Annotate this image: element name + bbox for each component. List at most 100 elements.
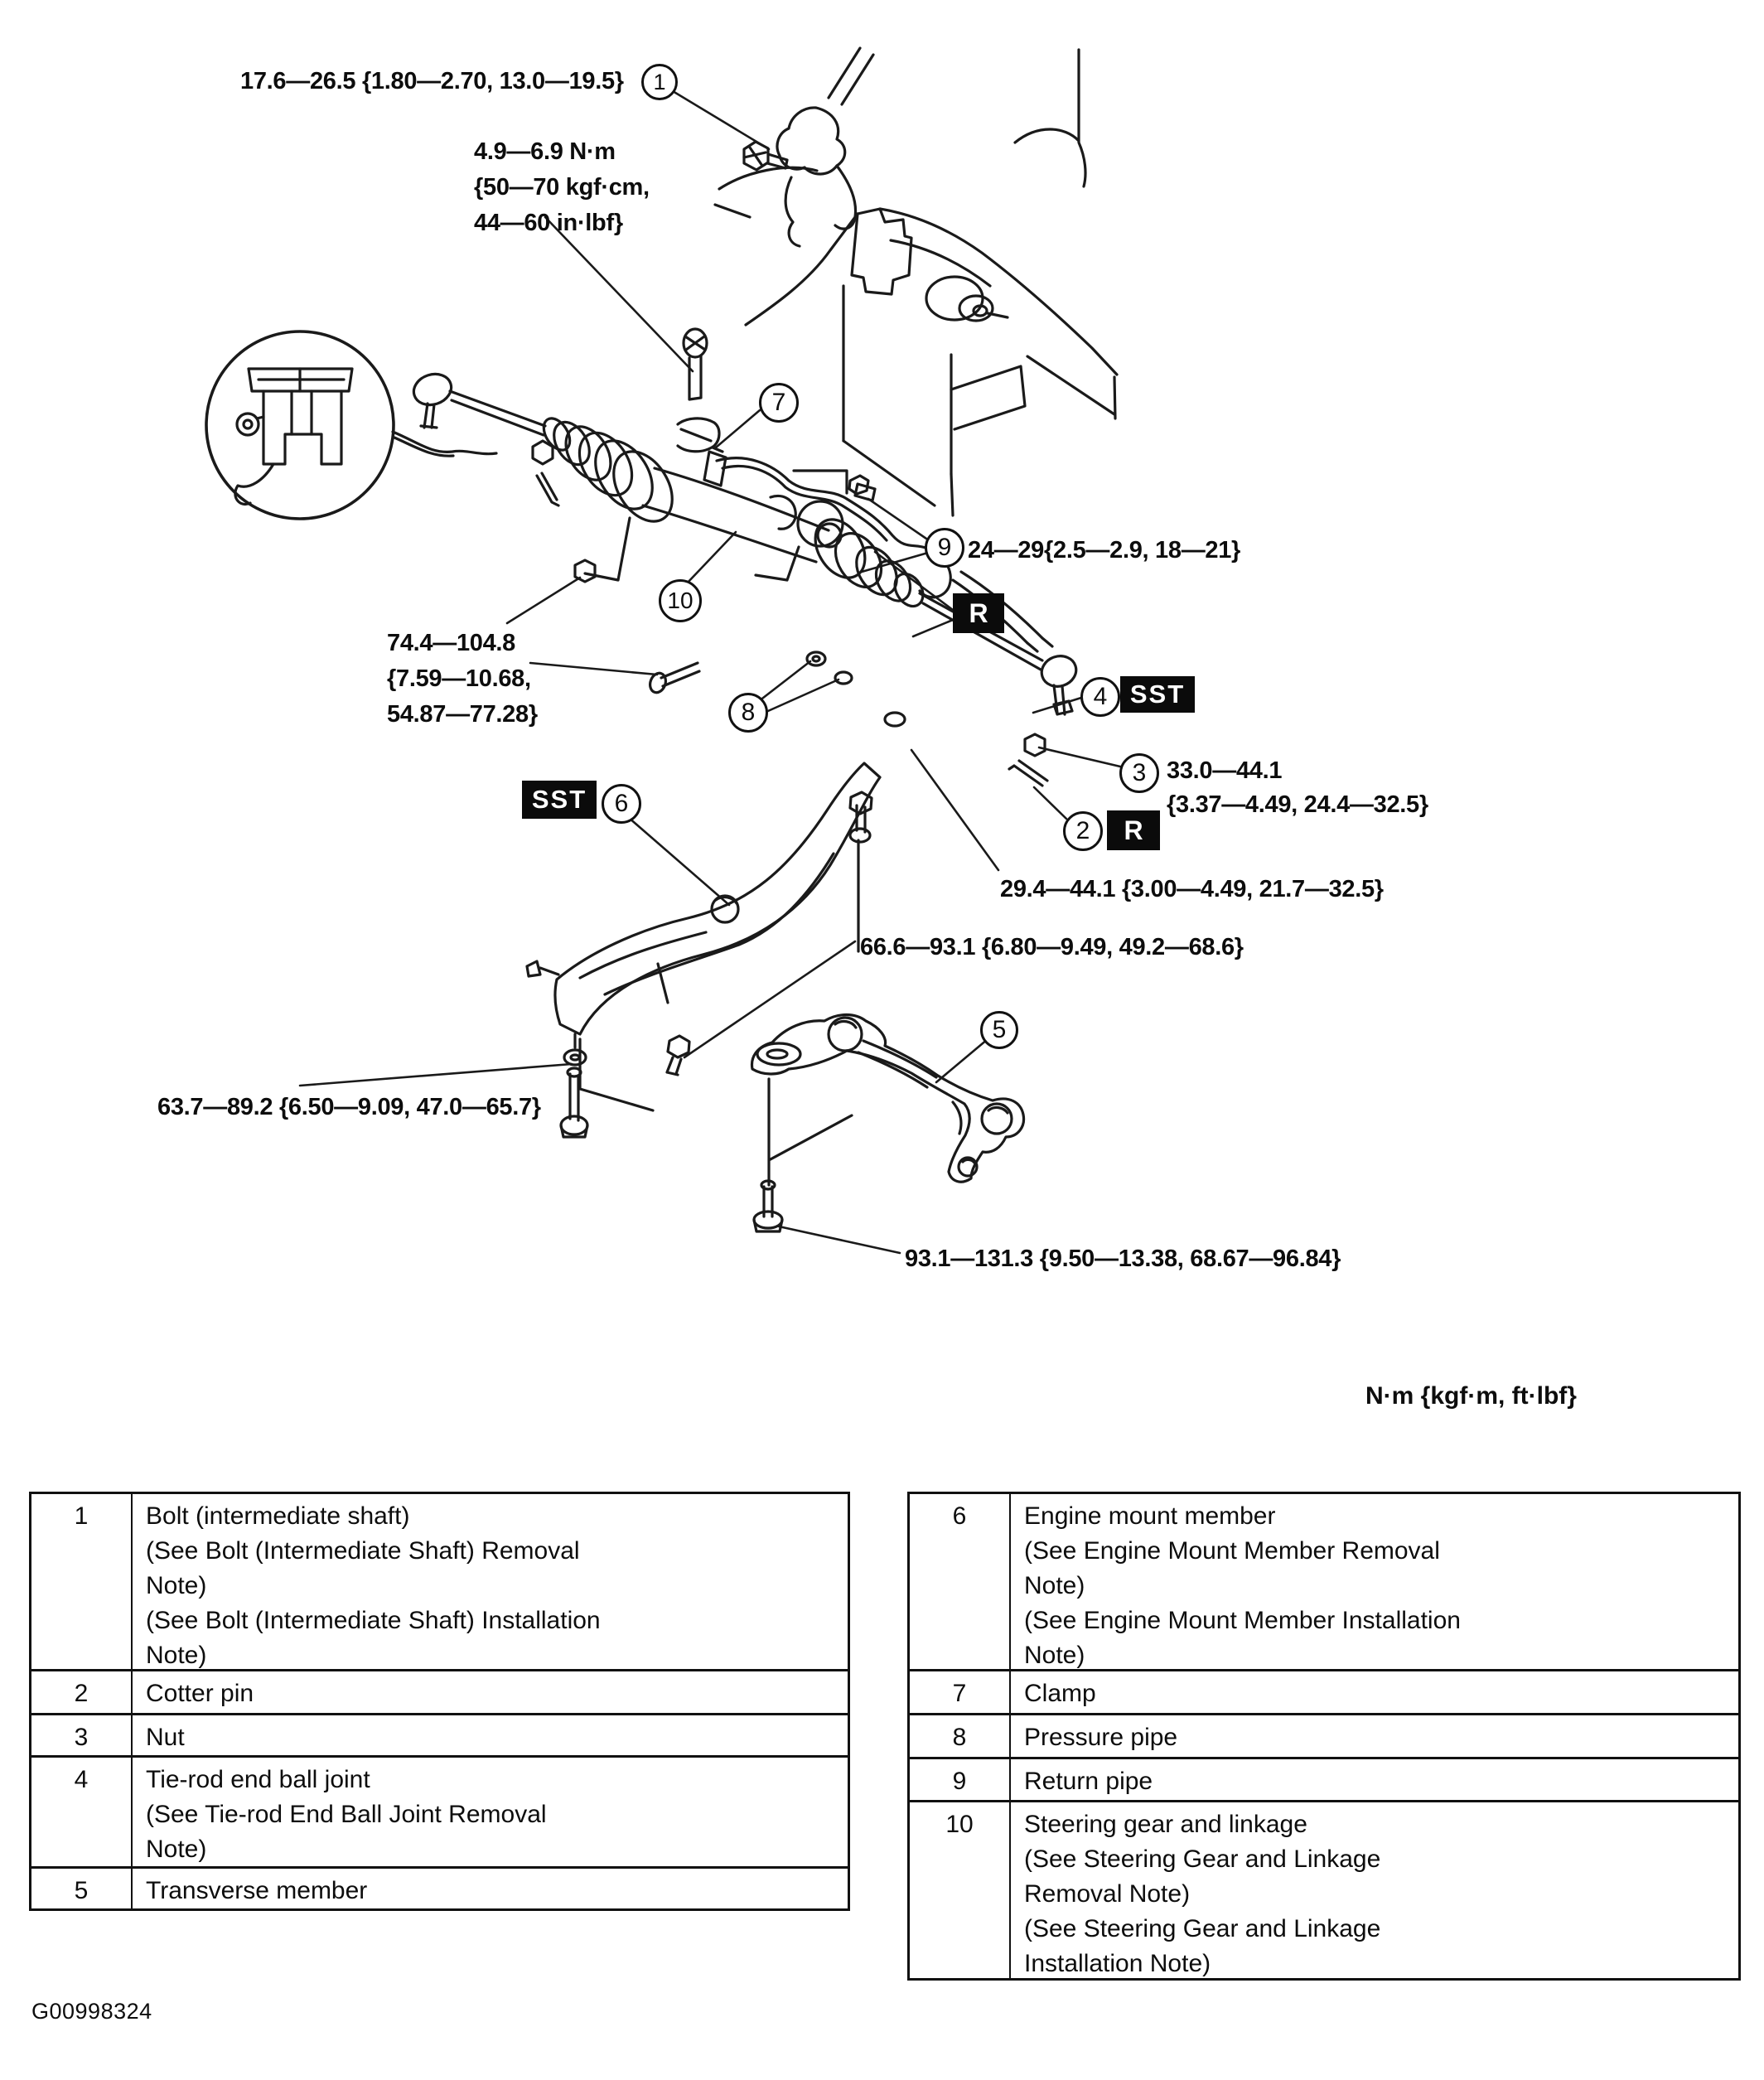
part-number: 10	[910, 1802, 1011, 1978]
torque-text: 4.9—6.9 N·m	[474, 138, 616, 165]
torque-text: 44—60 in·lbf}	[474, 210, 623, 236]
part-line: Cotter pin	[146, 1680, 254, 1707]
units-legend: N·m {kgf·m, ft·lbf}	[1365, 1382, 1577, 1410]
r-badge-upper: R	[953, 593, 1004, 633]
parts-table-right: 6 Engine mount member (See Engine Mount …	[907, 1492, 1741, 1981]
part-line: (See Tie-rod End Ball Joint Removal	[146, 1801, 547, 1828]
part-line: (See Steering Gear and Linkage	[1024, 1845, 1381, 1873]
torque-text: 66.6—93.1 {6.80—9.49, 49.2—68.6}	[860, 934, 1244, 960]
part-description: Cotter pin	[133, 1671, 848, 1713]
torque-text: 24—29{2.5—2.9, 18—21}	[968, 537, 1241, 564]
torque-label-clamp-bolt: 4.9—6.9 N·m {50—70 kgf·cm, 44—60 in·lbf}	[474, 134, 650, 241]
torque-text: {7.59—10.68,	[387, 665, 531, 692]
part-line: Clamp	[1024, 1680, 1096, 1707]
part-line: (See Engine Mount Member Installation	[1024, 1607, 1461, 1634]
callout-8: 8	[728, 693, 768, 733]
torque-text: 33.0—44.1	[1167, 757, 1283, 784]
part-number: 9	[910, 1759, 1011, 1800]
sst-badge-engine-mount: SST	[522, 781, 597, 819]
torque-label-mount-member-nuts: 66.6—93.1 {6.80—9.49, 49.2—68.6}	[860, 930, 1244, 965]
part-number: 3	[31, 1715, 133, 1755]
part-line: Steering gear and linkage	[1024, 1811, 1307, 1838]
part-description: Tie-rod end ball joint (See Tie-rod End …	[133, 1758, 848, 1866]
table-row: 2 Cotter pin	[31, 1669, 848, 1713]
part-description: Transverse member	[133, 1869, 848, 1908]
exploded-view-diagram	[205, 46, 1122, 1255]
part-line: Note)	[146, 1572, 207, 1599]
part-line: Transverse member	[146, 1877, 368, 1904]
callout-4: 4	[1080, 677, 1120, 717]
torque-label-transverse-member-bolt: 93.1—131.3 {9.50—13.38, 68.67—96.84}	[905, 1241, 1341, 1277]
torque-text: 93.1—131.3 {9.50—13.38, 68.67—96.84}	[905, 1246, 1341, 1272]
part-line: Engine mount member	[1024, 1502, 1276, 1530]
torque-text: 74.4—104.8	[387, 630, 516, 656]
table-row: 3 Nut	[31, 1713, 848, 1755]
part-line: Note)	[1024, 1642, 1085, 1669]
part-line: (See Bolt (Intermediate Shaft) Removal	[146, 1537, 580, 1565]
part-line: (See Engine Mount Member Removal	[1024, 1537, 1440, 1565]
torque-label-return-pipe-fitting: 24—29{2.5—2.9, 18—21}	[968, 533, 1240, 568]
callout-7: 7	[759, 383, 799, 423]
part-description: Pressure pipe	[1011, 1715, 1738, 1757]
torque-label-mount-member-bolt: 63.7—89.2 {6.50—9.09, 47.0—65.7}	[157, 1090, 541, 1125]
callout-3: 3	[1119, 753, 1159, 793]
part-line: Installation Note)	[1024, 1950, 1211, 1977]
table-row: 8 Pressure pipe	[910, 1713, 1738, 1757]
torque-label-gear-mount-bolts: 74.4—104.8 {7.59—10.68, 54.87—77.28}	[387, 626, 538, 733]
part-number: 8	[910, 1715, 1011, 1757]
callout-6: 6	[602, 784, 641, 824]
r-badge-lower: R	[1107, 810, 1160, 850]
part-line: Pressure pipe	[1024, 1724, 1178, 1751]
part-number: 1	[31, 1494, 133, 1669]
torque-text: 63.7—89.2 {6.50—9.09, 47.0—65.7}	[157, 1094, 541, 1120]
table-row: 6 Engine mount member (See Engine Mount …	[910, 1494, 1738, 1669]
table-row: 5 Transverse member	[31, 1866, 848, 1908]
transverse-member-drawing	[750, 1013, 1026, 1233]
part-description: Engine mount member (See Engine Mount Me…	[1011, 1494, 1738, 1669]
part-number: 4	[31, 1758, 133, 1866]
part-description: Return pipe	[1011, 1759, 1738, 1800]
table-row: 9 Return pipe	[910, 1757, 1738, 1800]
part-line: Removal Note)	[1024, 1880, 1191, 1908]
body-frame-drawing	[713, 48, 1119, 517]
torque-text: 17.6—26.5 {1.80—2.70, 13.0—19.5}	[240, 68, 624, 94]
table-row: 7 Clamp	[910, 1669, 1738, 1713]
part-description: Steering gear and linkage (See Steering …	[1011, 1802, 1738, 1978]
callout-1: 1	[641, 64, 678, 100]
part-description: Clamp	[1011, 1671, 1738, 1713]
torque-label-tie-rod-lock: 29.4—44.1 {3.00—4.49, 21.7—32.5}	[1000, 872, 1384, 907]
part-line: Bolt (intermediate shaft)	[146, 1502, 410, 1530]
torque-text: 54.87—77.28}	[387, 701, 538, 728]
callout-9: 9	[925, 528, 964, 568]
part-line: Note)	[1024, 1572, 1085, 1599]
table-row: 1 Bolt (intermediate shaft) (See Bolt (I…	[31, 1494, 848, 1669]
torque-text: 29.4—44.1 {3.00—4.49, 21.7—32.5}	[1000, 876, 1384, 902]
figure-code: G00998324	[31, 1999, 152, 2024]
engine-mount-member-drawing	[525, 762, 882, 1139]
part-description: Bolt (intermediate shaft) (See Bolt (Int…	[133, 1494, 848, 1669]
part-line: Tie-rod end ball joint	[146, 1766, 370, 1793]
callout-5: 5	[980, 1011, 1018, 1049]
torque-text: {50—70 kgf·cm,	[474, 174, 650, 201]
parts-table-left: 1 Bolt (intermediate shaft) (See Bolt (I…	[29, 1492, 850, 1911]
part-number: 7	[910, 1671, 1011, 1713]
clamp-detail-inset	[205, 330, 498, 520]
torque-label-intermediate-shaft-bolt: 17.6—26.5 {1.80—2.70, 13.0—19.5}	[240, 64, 624, 99]
part-line: (See Bolt (Intermediate Shaft) Installat…	[146, 1607, 601, 1634]
part-line: Note)	[146, 1642, 207, 1669]
leader-lines	[298, 87, 1122, 1255]
table-row: 10 Steering gear and linkage (See Steeri…	[910, 1800, 1738, 1978]
part-description: Nut	[133, 1715, 848, 1755]
part-line: Nut	[146, 1724, 185, 1751]
part-number: 6	[910, 1494, 1011, 1669]
table-row: 4 Tie-rod end ball joint (See Tie-rod En…	[31, 1755, 848, 1866]
callout-10: 10	[659, 579, 702, 622]
part-line: (See Steering Gear and Linkage	[1024, 1915, 1381, 1942]
part-line: Return pipe	[1024, 1768, 1153, 1795]
part-line: Note)	[146, 1836, 207, 1863]
steering-gear-drawing	[412, 327, 1078, 787]
torque-text: {3.37—4.49, 24.4—32.5}	[1167, 791, 1428, 818]
torque-label-tie-rod-end-nut: 33.0—44.1 {3.37—4.49, 24.4—32.5}	[1167, 754, 1428, 822]
part-number: 5	[31, 1869, 133, 1908]
